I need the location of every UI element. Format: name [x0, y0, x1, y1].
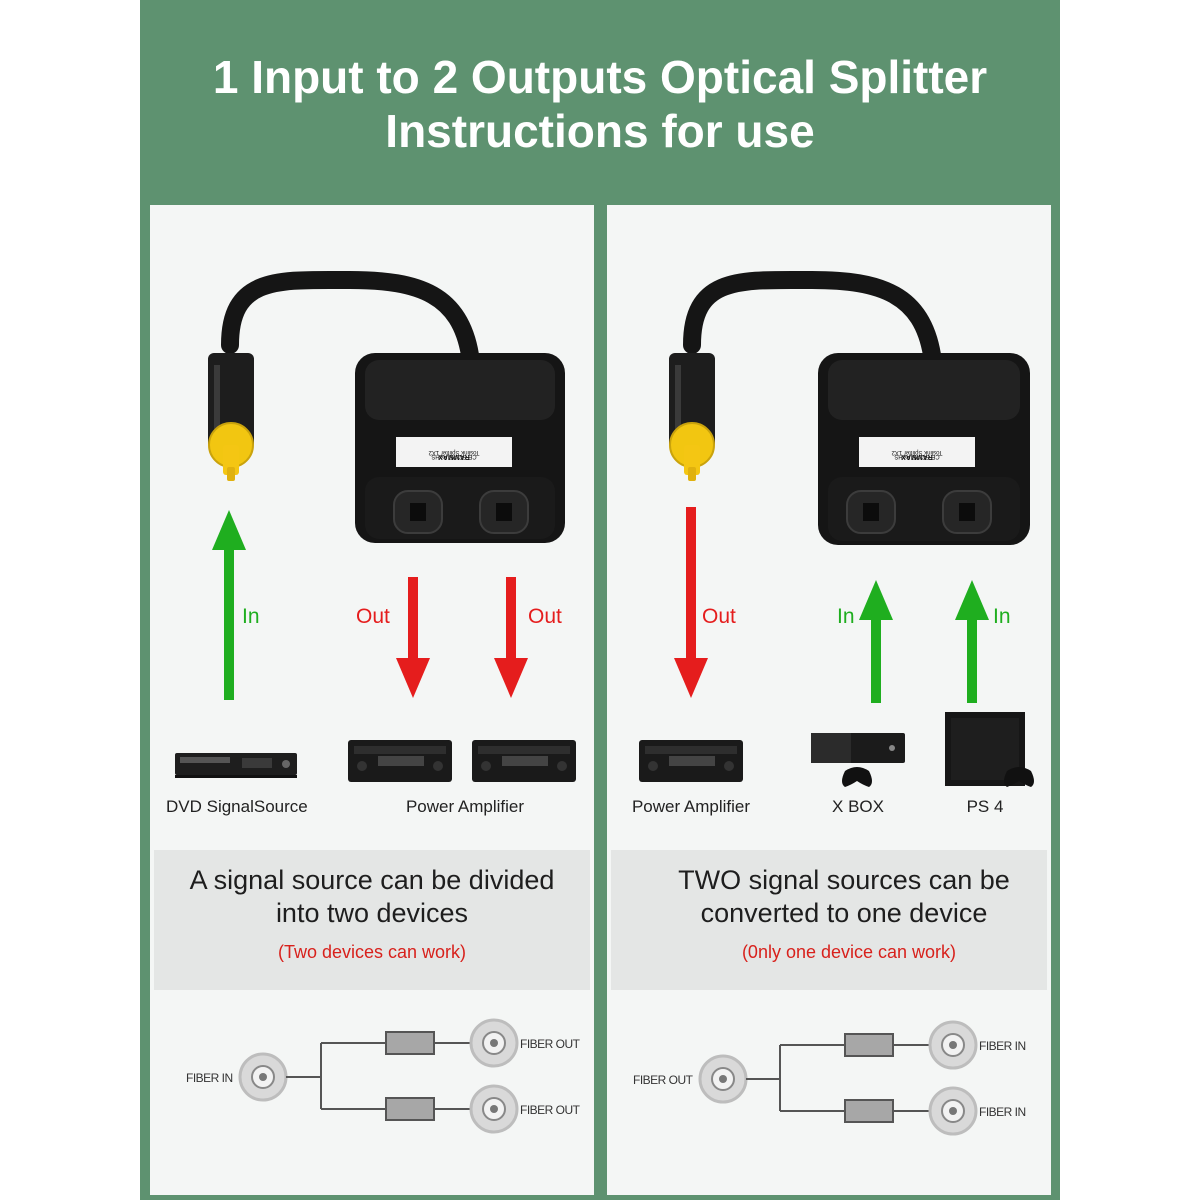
- splitter-model: Toslink Splitter 1X2: [428, 449, 480, 455]
- amplifier-icon-2: [472, 740, 576, 782]
- right-panel-illustration: RAMMAX Toslink Splitter 1X2 CE FC PS RoH…: [633, 270, 1034, 1136]
- arrow-in-2-label: In: [993, 605, 1011, 628]
- arrow-in-label: In: [242, 605, 260, 628]
- arrow-in: [212, 510, 246, 700]
- left-panel-illustration: RAMMAX Toslink Splitter 1X2 CE FC PS RoH…: [175, 270, 581, 1134]
- optical-plug: [208, 353, 254, 481]
- description-line-1: A signal source can be divided: [189, 865, 555, 895]
- arrow-in-2: [955, 580, 989, 703]
- splitter-certs: CE FC PS RoHS: [431, 453, 476, 459]
- device-label-ps4: PS 4: [966, 797, 1004, 816]
- device-label-dvd: DVD SignalSource: [166, 797, 308, 816]
- arrow-in-1-label: In: [837, 605, 855, 628]
- left-panel: RAMMAX Toslink Splitter 1X2 CE FC PS RoH…: [150, 205, 594, 1195]
- right-panel: RAMMAX Toslink Splitter 1X2 CE FC PS RoH…: [607, 205, 1051, 1195]
- description-box: A signal source can be divided into two …: [154, 850, 590, 990]
- page-title: 1 Input to 2 Outputs Optical Splitter In…: [0, 50, 1200, 158]
- amplifier-icon: [639, 740, 743, 782]
- splitter-model: Toslink Splitter 1X2: [891, 449, 943, 455]
- splitter-brand: RAMMAX: [901, 453, 933, 460]
- amplifier-icon-1: [348, 740, 452, 782]
- diagram-fiber-out-2-label: FIBER OUT: [520, 1103, 581, 1117]
- diagram-fiber-in-2-label: FIBER IN: [979, 1105, 1026, 1119]
- right-signal-diagram: [698, 1020, 978, 1136]
- cable: [221, 270, 479, 364]
- optical-plug: [669, 353, 715, 481]
- arrow-out-2-label: Out: [528, 605, 562, 628]
- description-note: (0nly one device can work): [741, 942, 957, 962]
- arrow-in-1: [859, 580, 893, 703]
- splitter-body: RAMMAX Toslink Splitter 1X2 CE FC PS RoH…: [818, 353, 1030, 545]
- description-text: TWO signal sources can be converted to o…: [611, 864, 1047, 930]
- arrow-out-1: [396, 577, 430, 698]
- description-line-2: into two devices: [275, 898, 469, 928]
- title-line-1: 1 Input to 2 Outputs Optical Splitter: [212, 51, 988, 103]
- description-text: A signal source can be divided into two …: [154, 864, 590, 930]
- diagram-fiber-in-1-label: FIBER IN: [979, 1039, 1026, 1053]
- xbox-console-icon: [811, 733, 905, 787]
- splitter-brand: RAMMAX: [438, 453, 470, 460]
- description-line-1: TWO signal sources can be: [678, 865, 1010, 895]
- diagram-fiber-out-label: FIBER OUT: [633, 1073, 694, 1087]
- dvd-player-icon: [175, 753, 297, 778]
- arrow-out: [674, 507, 708, 698]
- description-box: TWO signal sources can be converted to o…: [611, 850, 1047, 990]
- device-label-amplifier: Power Amplifier: [405, 797, 525, 816]
- description-note: (Two devices can work): [277, 942, 467, 962]
- device-label-amplifier: Power Amplifier: [631, 797, 751, 816]
- splitter-body: RAMMAX Toslink Splitter 1X2 CE FC PS RoH…: [355, 353, 565, 543]
- ps4-console-icon: [945, 712, 1034, 787]
- left-signal-diagram: [238, 1018, 519, 1134]
- arrow-out-1-label: Out: [356, 605, 390, 628]
- diagram-fiber-out-1-label: FIBER OUT: [520, 1037, 581, 1051]
- arrow-out-label: Out: [702, 605, 736, 628]
- title-line-2: Instructions for use: [385, 105, 815, 157]
- splitter-certs: CE FC PS RoHS: [894, 453, 939, 459]
- diagram-fiber-in-label: FIBER IN: [186, 1071, 233, 1085]
- description-line-2: converted to one device: [700, 898, 988, 928]
- arrow-out-2: [494, 577, 528, 698]
- device-label-xbox: X BOX: [832, 797, 884, 816]
- cable: [683, 270, 941, 364]
